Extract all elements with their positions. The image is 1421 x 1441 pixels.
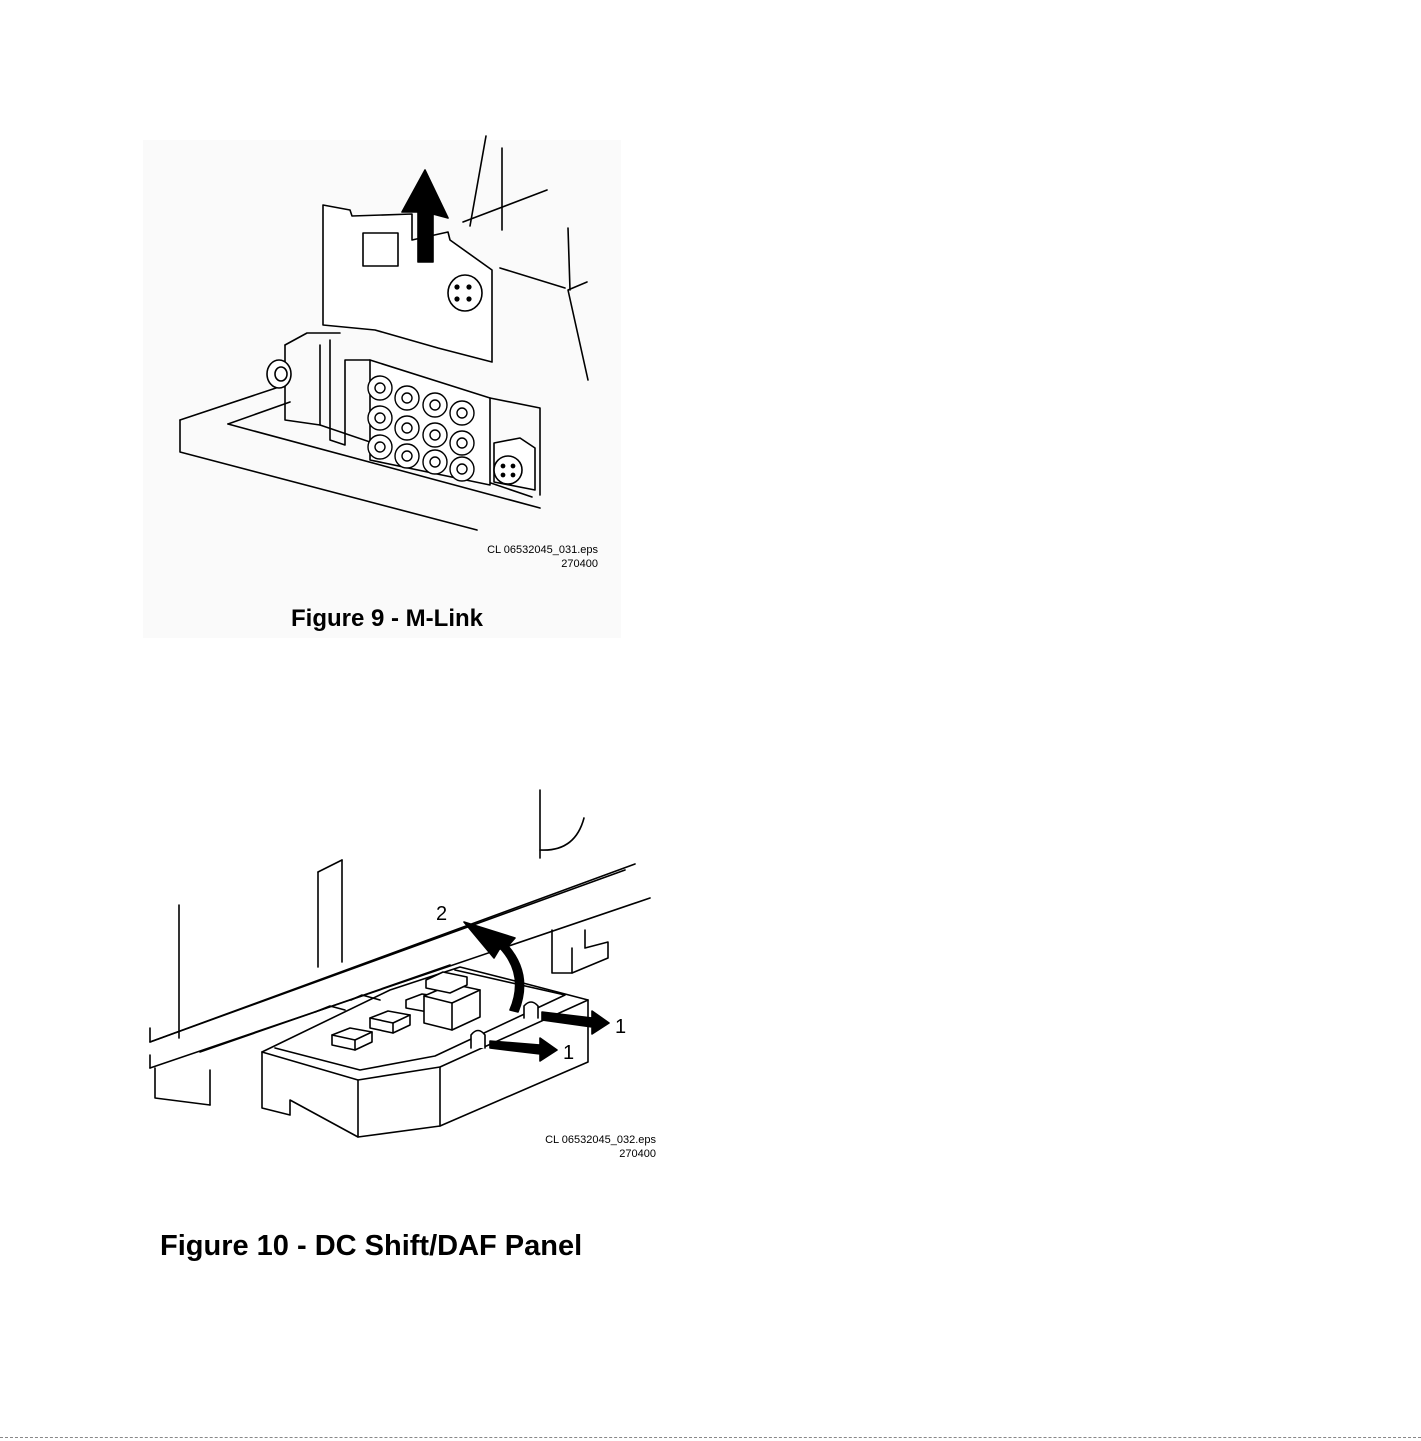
figure-9-file-date: 270400: [440, 557, 598, 571]
figure-10-file-date: 270400: [498, 1147, 656, 1161]
figure-9-file-reference: CL 06532045_031.eps 270400: [440, 543, 598, 571]
figure-10-dc-shift-daf-panel-illustration: 2 1 1: [0, 780, 700, 1140]
figure-10-file-name: CL 06532045_032.eps: [498, 1133, 656, 1147]
figure-10-callout-2: 2: [436, 903, 447, 925]
page-bottom-rule: [0, 1437, 1421, 1438]
figure-10-callout-1-upper: 1: [615, 1016, 626, 1038]
figure-10-file-reference: CL 06532045_032.eps 270400: [498, 1133, 656, 1161]
figure-10-caption: Figure 10 - DC Shift/DAF Panel: [160, 1230, 582, 1263]
figure-10-callout-1-lower: 1: [563, 1042, 574, 1064]
figure-9-file-name: CL 06532045_031.eps: [440, 543, 598, 557]
figure-9-caption: Figure 9 - M-Link: [291, 605, 483, 633]
